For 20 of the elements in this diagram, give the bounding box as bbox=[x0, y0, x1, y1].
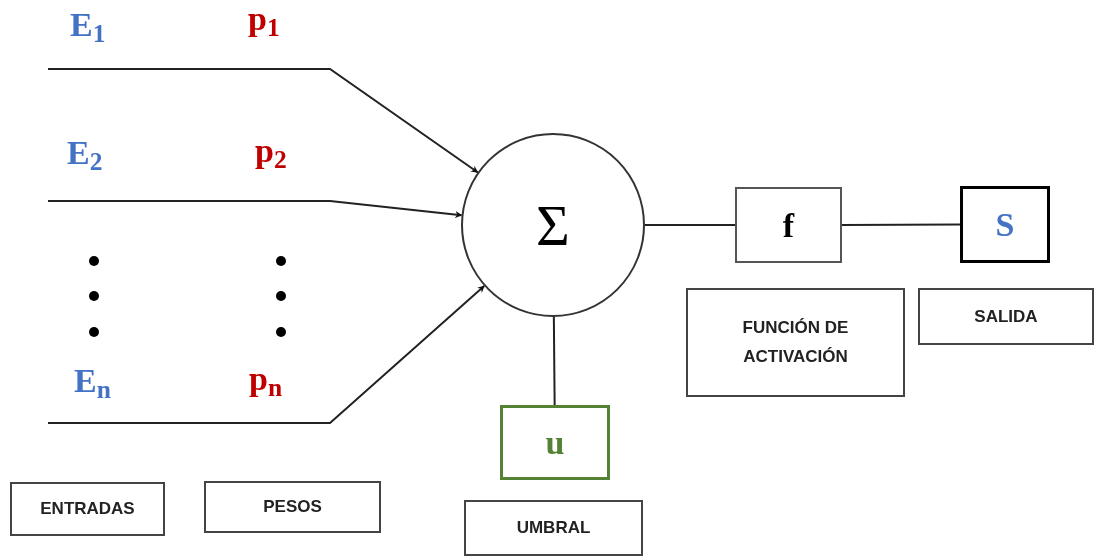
connector-line bbox=[841, 223, 961, 226]
weight-symbol: p$_{1}$ bbox=[248, 2, 280, 36]
connector-line bbox=[644, 224, 736, 226]
connector-line bbox=[552, 316, 556, 406]
input-symbol: E$_{n}$ bbox=[74, 364, 111, 398]
output-box: S bbox=[960, 186, 1050, 263]
threshold-box: u bbox=[500, 405, 610, 480]
caption-box: PESOS bbox=[204, 481, 381, 533]
arrow bbox=[47, 200, 463, 218]
caption-box: FUNCIÓN DE ACTIVACIÓN bbox=[686, 288, 905, 397]
function-box: f bbox=[735, 187, 842, 263]
caption-box: UMBRAL bbox=[464, 500, 643, 556]
input-symbol: E$_{1}$ bbox=[70, 8, 106, 42]
caption-box: SALIDA bbox=[918, 288, 1094, 345]
caption-box: ENTRADAS bbox=[10, 482, 165, 536]
arrow bbox=[47, 68, 479, 174]
arrow bbox=[47, 285, 486, 424]
input-symbol: E$_{2}$ bbox=[67, 136, 103, 170]
weight-symbol: p$_{2}$ bbox=[255, 134, 287, 168]
weight-symbol: p$_{n}$ bbox=[249, 362, 283, 396]
